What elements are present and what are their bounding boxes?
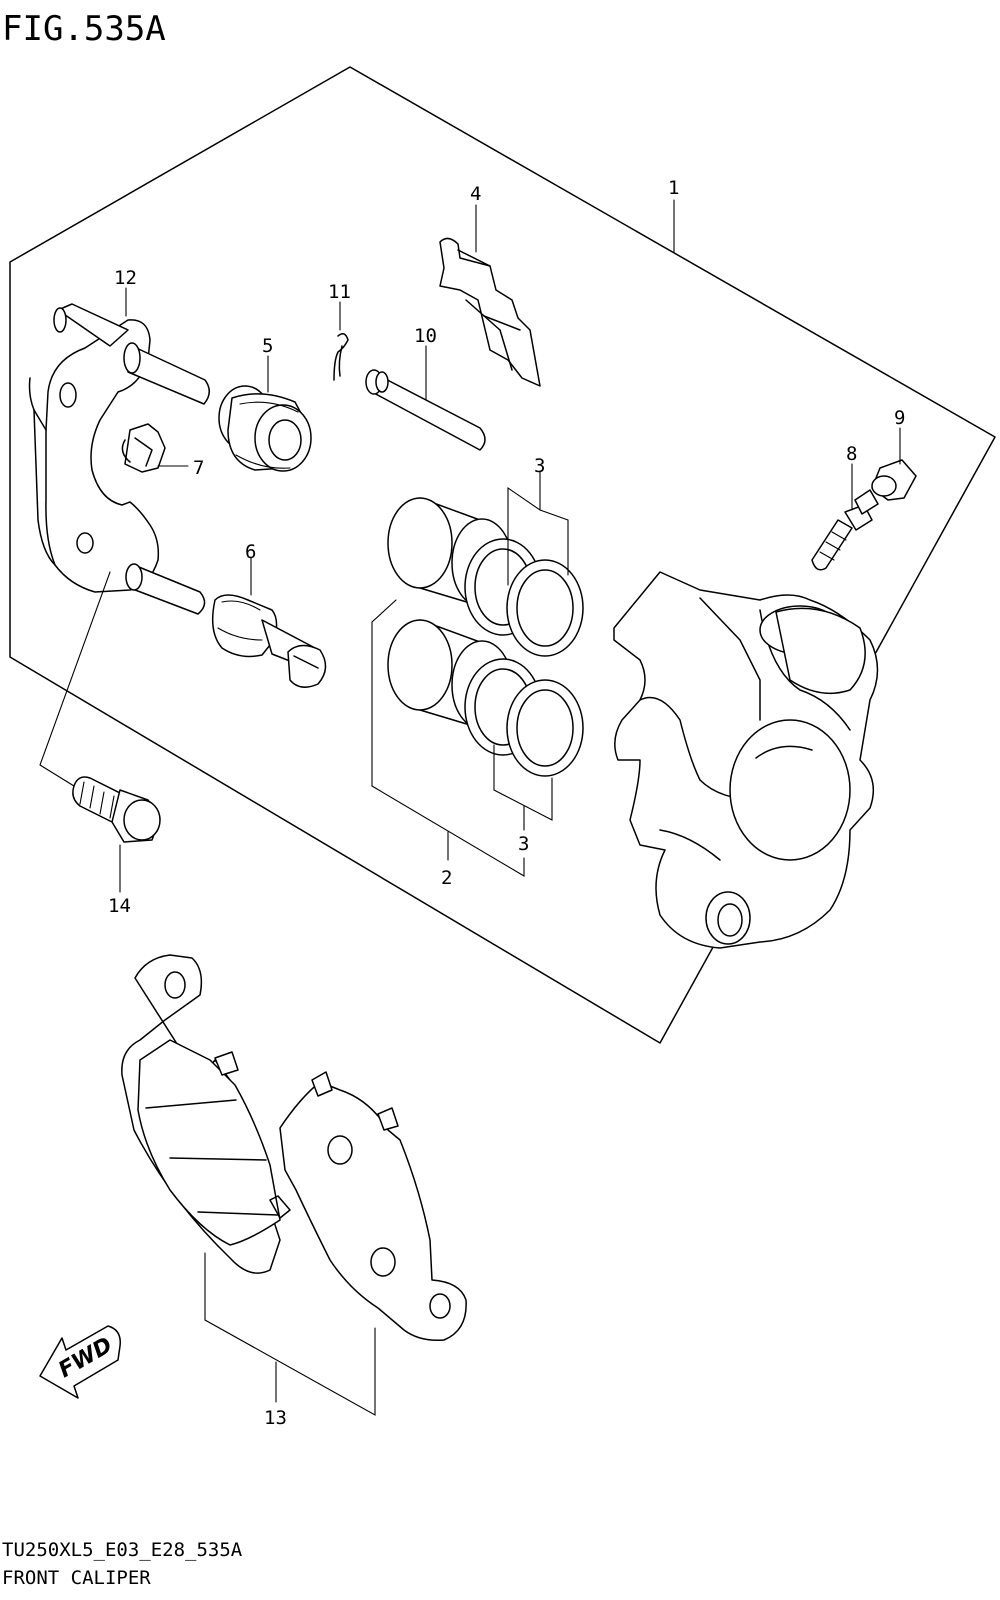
piston-seals (464, 538, 584, 777)
figure-code: TU250XL5_E03_E28_535A (2, 1539, 243, 1561)
slide-pin (211, 594, 327, 688)
bracket-mounting-bolt (72, 776, 161, 843)
bleeder-screw (811, 489, 879, 571)
callout-1: 1 (668, 177, 679, 199)
forward-direction-badge: FWD (39, 1325, 121, 1399)
callout-4: 4 (470, 183, 481, 205)
callout-11: 11 (328, 281, 351, 303)
figure-title: FIG.535A (2, 9, 166, 49)
caliper-bracket (28, 303, 210, 615)
cotter-pin (333, 333, 349, 381)
bleeder-cap (871, 459, 917, 501)
callout-14: 14 (108, 895, 131, 917)
callout-5: 5 (262, 335, 273, 357)
callout-3-lower: 3 (518, 833, 529, 855)
callout-12: 12 (114, 267, 137, 289)
figure-name: FRONT CALIPER (2, 1567, 151, 1589)
callout-6: 6 (245, 541, 256, 563)
callout-2: 2 (441, 867, 452, 889)
callout-13: 13 (264, 1407, 287, 1429)
pad-spring-plate (439, 237, 541, 387)
pad-pin (365, 369, 486, 451)
callout-8: 8 (846, 443, 857, 465)
leader-lines (39, 199, 901, 1416)
callout-7: 7 (193, 457, 204, 479)
assembly-outline (9, 66, 996, 1044)
pad-spring-clip (121, 423, 166, 473)
brake-pads (121, 954, 467, 1342)
callout-3-upper: 3 (534, 455, 545, 477)
slide-pin-boot (218, 385, 312, 472)
callout-10: 10 (414, 325, 437, 347)
caliper-body (613, 571, 879, 949)
callout-9: 9 (894, 407, 905, 429)
